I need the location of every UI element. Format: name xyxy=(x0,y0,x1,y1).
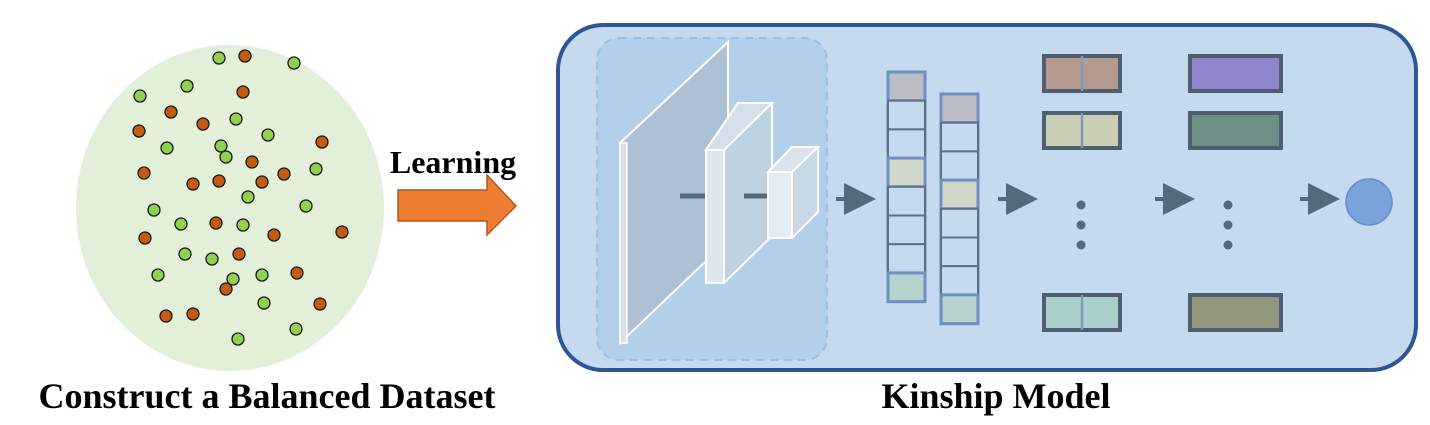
green-sample-dot xyxy=(180,79,194,93)
orange-sample-dot xyxy=(196,117,210,131)
green-sample-dot xyxy=(309,162,323,176)
green-sample-dot xyxy=(174,217,188,231)
green-sample-dot xyxy=(229,112,243,126)
green-sample-dot xyxy=(255,268,269,282)
learning-arrow xyxy=(397,173,518,237)
green-sample-dot xyxy=(236,218,250,232)
vector-cell xyxy=(940,207,979,239)
orange-sample-dot xyxy=(236,85,250,99)
vector-cell xyxy=(887,99,926,131)
vector-cell xyxy=(940,150,979,182)
orange-sample-dot xyxy=(164,105,178,119)
layer-output-block xyxy=(1188,293,1283,332)
vector-cell xyxy=(887,185,926,217)
orange-sample-dot xyxy=(186,307,200,321)
green-sample-dot xyxy=(219,150,233,164)
conv-layer-1 xyxy=(619,39,729,346)
orange-sample-dot xyxy=(138,231,152,245)
green-sample-dot xyxy=(178,247,192,261)
model-caption: Kinship Model xyxy=(881,376,1110,416)
layer-output-block xyxy=(1188,111,1283,150)
vector-cell xyxy=(939,92,980,125)
layer-ellipsis xyxy=(1223,200,1233,250)
green-sample-dot xyxy=(133,89,147,103)
orange-sample-dot xyxy=(219,282,233,296)
dataset-samples xyxy=(132,49,349,346)
orange-sample-dot xyxy=(159,309,173,323)
vector-cell xyxy=(887,128,926,160)
vector-cell xyxy=(887,243,926,274)
orange-sample-dot xyxy=(137,166,151,180)
green-sample-dot xyxy=(241,190,255,204)
green-sample-dot xyxy=(205,252,219,266)
green-sample-dot xyxy=(212,51,226,65)
feature-vector-2 xyxy=(939,92,980,326)
green-sample-dot xyxy=(160,141,174,155)
layer-output-block xyxy=(1188,54,1283,93)
vector-cell xyxy=(940,236,979,268)
orange-sample-dot xyxy=(277,167,291,181)
vector-cell xyxy=(939,293,980,326)
orange-sample-dot xyxy=(313,297,327,311)
dataset-caption: Construct a Balanced Dataset xyxy=(39,376,496,416)
pair-fusion-column xyxy=(1042,54,1122,332)
vector-cell xyxy=(939,178,980,211)
orange-sample-dot xyxy=(245,155,259,169)
vector-cell xyxy=(886,70,927,103)
green-sample-dot xyxy=(289,322,303,336)
orange-sample-dot xyxy=(267,228,281,242)
green-sample-dot xyxy=(214,139,228,153)
green-sample-dot xyxy=(261,128,275,142)
orange-sample-dot xyxy=(212,174,226,188)
orange-sample-dot xyxy=(290,266,304,280)
vector-cell xyxy=(886,156,927,189)
orange-sample-dot xyxy=(238,49,252,63)
green-sample-dot xyxy=(226,272,240,286)
vector-cell xyxy=(886,271,927,304)
orange-sample-dot xyxy=(132,124,146,138)
orange-sample-dot xyxy=(335,225,349,239)
green-sample-dot xyxy=(151,268,165,282)
green-sample-dot xyxy=(299,199,313,213)
vector-cell xyxy=(940,121,979,153)
conv-layer-2 xyxy=(704,102,775,284)
layer-output-column xyxy=(1188,54,1283,332)
green-sample-dot xyxy=(231,332,245,346)
dataset-ellipse xyxy=(76,45,384,371)
orange-sample-dot xyxy=(315,135,329,149)
green-sample-dot xyxy=(287,56,301,70)
orange-sample-dot xyxy=(186,177,200,191)
green-sample-dot xyxy=(147,203,161,217)
conv-layer-3 xyxy=(765,146,821,239)
orange-sample-dot xyxy=(232,247,246,261)
output-node xyxy=(1345,178,1393,226)
vector-cell xyxy=(940,265,979,296)
orange-sample-dot xyxy=(255,175,269,189)
learning-label: Learning xyxy=(390,144,516,180)
feature-vector-1 xyxy=(886,70,927,304)
orange-sample-dot xyxy=(209,216,223,230)
fusion-ellipsis xyxy=(1076,200,1086,250)
vector-cell xyxy=(887,214,926,246)
green-sample-dot xyxy=(257,296,271,310)
